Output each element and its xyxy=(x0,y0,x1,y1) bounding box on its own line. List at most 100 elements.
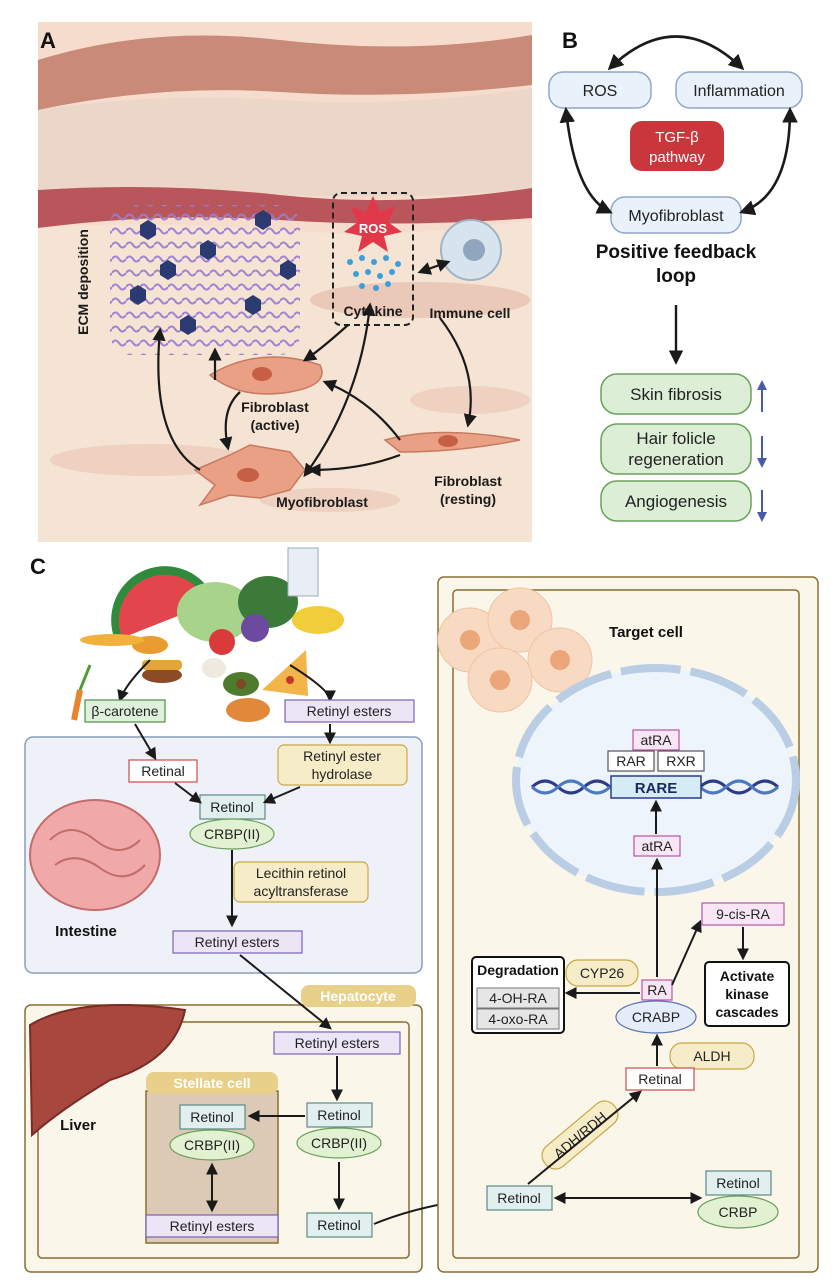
retinyl-esters-int-label: Retinyl esters xyxy=(195,934,280,950)
retinol-stel-label: Retinol xyxy=(190,1109,234,1125)
panel-a-ros-label: ROS xyxy=(359,221,388,236)
fibroblast-active-label-2: (active) xyxy=(250,417,299,433)
ros-label: ROS xyxy=(583,83,618,100)
positive-feedback-label-1: Positive feedback xyxy=(596,242,757,263)
food-illustration xyxy=(71,547,344,722)
lrat-box xyxy=(233,861,369,903)
retinol-stel-box xyxy=(179,1104,246,1130)
degradation-label: Degradation xyxy=(477,962,559,978)
retinol-target-label: Retinol xyxy=(497,1190,541,1206)
angiogenesis-box xyxy=(600,480,752,522)
cyp26-label: CYP26 xyxy=(580,965,625,981)
lrat-label-2: acyltransferase xyxy=(254,883,349,899)
ros-starburst xyxy=(344,196,402,252)
retinal-target-box xyxy=(625,1067,695,1091)
target-cell-region xyxy=(452,589,800,1259)
rxr-box xyxy=(657,750,705,772)
retinyl-esters-hep-label: Retinyl esters xyxy=(295,1035,380,1051)
cytokine-label: Cytokine xyxy=(343,303,402,319)
dna-helix xyxy=(530,779,780,795)
retinyl-esters-top-box xyxy=(284,699,415,723)
retinal-int-label: Retinal xyxy=(141,763,185,779)
crbp2-stel-ellipse xyxy=(169,1129,255,1161)
beta-carotene-label: β-carotene xyxy=(91,703,158,719)
crbp2-int-ellipse xyxy=(189,818,275,850)
rare-label: RARE xyxy=(635,780,678,797)
panel-a-arrows xyxy=(152,259,477,478)
retinol-crbp-box xyxy=(705,1170,772,1196)
crbp-label: CRBP xyxy=(719,1204,758,1220)
activate-label-2: kinase xyxy=(725,986,769,1002)
nine-cis-ra-label: 9-cis-RA xyxy=(716,906,770,922)
retinol-target-box xyxy=(486,1185,553,1211)
hepatocyte-tag xyxy=(301,985,416,1007)
crabp-ellipse xyxy=(615,1000,697,1034)
activate-label-3: cascades xyxy=(715,1004,778,1020)
atra-top-box xyxy=(632,729,680,751)
panel-c-letter: C xyxy=(30,554,46,579)
retinol-int-label: Retinol xyxy=(210,799,254,815)
retinol-hep-box xyxy=(306,1102,373,1128)
intestine-label: Intestine xyxy=(55,923,117,940)
myofibroblast-label: Myofibroblast xyxy=(276,494,368,510)
hair-follicle-label-2: regeneration xyxy=(628,450,723,469)
crbp-ellipse xyxy=(697,1195,779,1229)
atra-mid-label: atRA xyxy=(641,838,673,854)
retinol-hep-out-label: Retinol xyxy=(317,1217,361,1233)
aldh-box xyxy=(669,1042,755,1070)
immune-cell-label: Immune cell xyxy=(430,305,511,321)
dna-helix-strand xyxy=(530,779,780,795)
retinal-int-box xyxy=(128,759,198,783)
crbp2-int-label: CRBP(II) xyxy=(204,826,260,842)
stellate-label: Stellate cell xyxy=(173,1075,250,1091)
retinyl-esters-hep-box xyxy=(273,1031,401,1055)
rar-label: RAR xyxy=(616,753,646,769)
rxr-label: RXR xyxy=(666,753,696,769)
stellate-tag xyxy=(146,1072,278,1094)
intestine-region xyxy=(24,736,423,974)
fibroblast-resting-label-1: Fibroblast xyxy=(434,473,502,489)
ra-label: RA xyxy=(647,982,667,998)
cyp26-box xyxy=(565,959,639,987)
cytokine-dots xyxy=(347,255,401,291)
liver-label: Liver xyxy=(60,1117,96,1134)
reh-box xyxy=(277,744,408,786)
dermal-fiber xyxy=(260,488,400,512)
lrat-label-1: Lecithin retinol xyxy=(256,865,346,881)
target-cells-icon xyxy=(437,587,593,713)
ra-box xyxy=(641,979,673,1001)
inflammation-label: Inflammation xyxy=(693,83,785,100)
angiogenesis-label: Angiogenesis xyxy=(625,492,727,511)
epidermis-surface xyxy=(38,35,532,110)
crbp2-hep-label: CRBP(II) xyxy=(311,1135,367,1151)
hair-follicle-box xyxy=(600,423,752,475)
skin-fibrosis-box xyxy=(600,373,752,415)
crbp2-stel-label: CRBP(II) xyxy=(184,1137,240,1153)
retinol-crbp-label: Retinol xyxy=(716,1175,760,1191)
oxo-ra-label: 4-oxo-RA xyxy=(488,1011,548,1027)
rar-box xyxy=(607,750,655,772)
atra-mid-box xyxy=(633,835,681,857)
myofibroblast-b-label: Myofibroblast xyxy=(628,208,724,225)
oxo-ra-box xyxy=(476,1008,560,1030)
reh-label-2: hydrolase xyxy=(312,766,373,782)
myofibroblast-nucleus xyxy=(237,468,259,482)
ecm-collagen xyxy=(110,205,300,355)
retinol-hep-label: Retinol xyxy=(317,1107,361,1123)
ecm-deposition-label: ECM deposition xyxy=(75,229,91,335)
retinyl-esters-stel-box xyxy=(145,1214,279,1238)
panel-b: ROS Inflammation TGF-β pathway Myofibrob… xyxy=(548,35,803,522)
oh-ra-box xyxy=(476,987,560,1009)
tgf-beta-label-1: TGF-β xyxy=(655,129,699,146)
target-arrows xyxy=(527,799,749,1204)
tgf-beta-label-2: pathway xyxy=(649,149,705,166)
ros-cytokine-box xyxy=(332,192,414,326)
activate-kinase-box xyxy=(704,961,790,1027)
food-arrows xyxy=(117,659,336,703)
intestine-icon xyxy=(29,799,161,911)
panel-a: ROS Cytokine Immune cell ECM deposition … xyxy=(38,22,532,542)
fibroblast-resting-label-2: (resting) xyxy=(440,491,496,507)
atra-top-label: atRA xyxy=(640,732,672,748)
hepatocyte-label: Hepatocyte xyxy=(320,988,396,1004)
skin-fibrosis-label: Skin fibrosis xyxy=(630,385,722,404)
